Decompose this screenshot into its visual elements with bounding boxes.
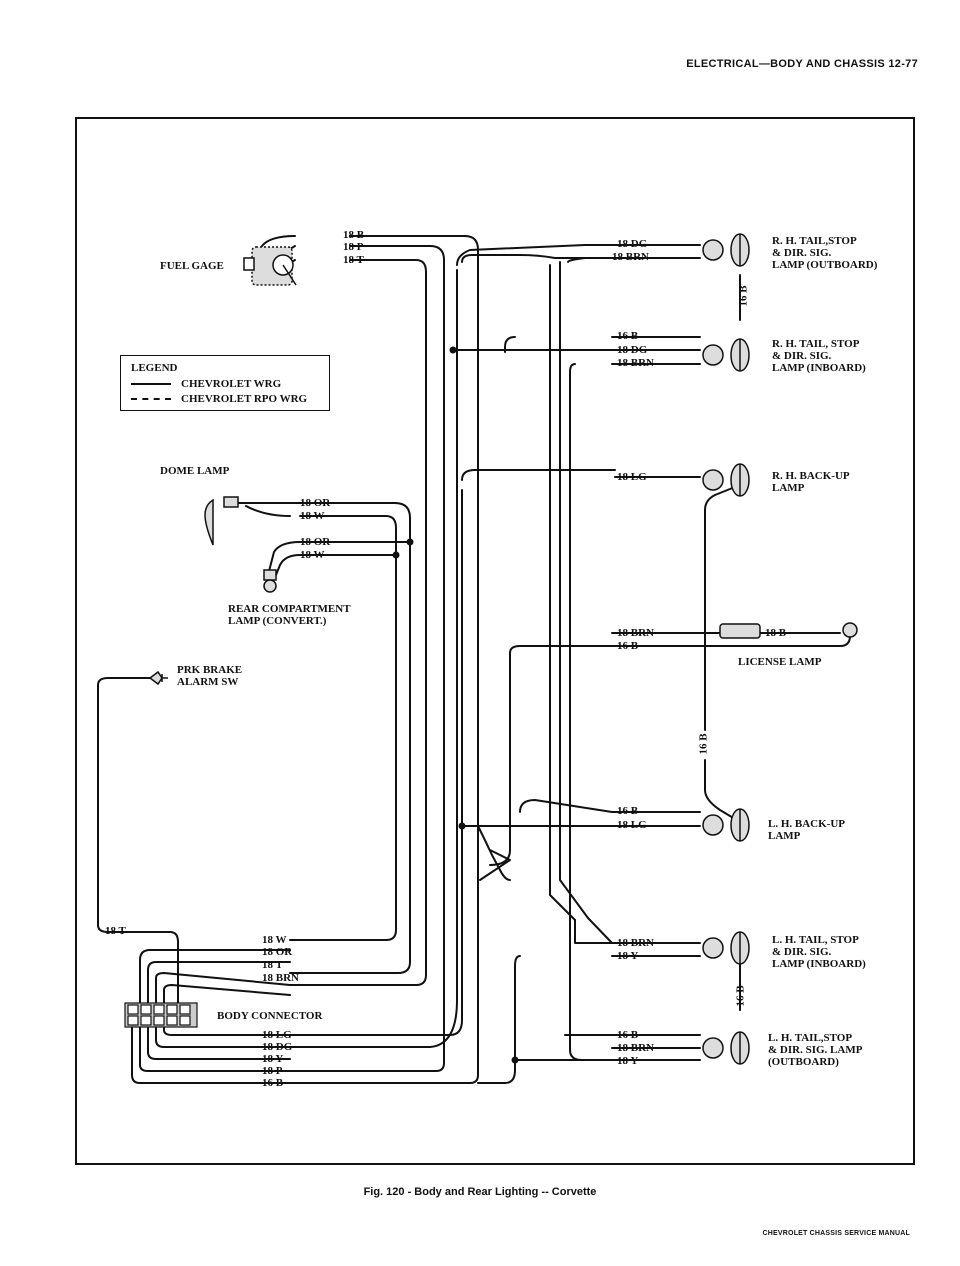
legend-dashed-label: CHEVROLET RPO WRG <box>181 393 308 405</box>
wire-label: 18 T <box>105 925 126 937</box>
wire-label: 16 B <box>617 1029 639 1041</box>
wire-label: 18 Y <box>262 1053 284 1065</box>
wire-label: 18 B <box>343 229 365 241</box>
wire-label: 18 T <box>343 254 364 266</box>
wire-label: 18 DG <box>262 1041 293 1053</box>
lh-tail-inboard-lamp-icon <box>702 931 750 965</box>
rh-tail-outboard-label: R. H. TAIL,STOP & DIR. SIG. LAMP (OUTBOA… <box>772 235 878 271</box>
body-connector-icon <box>124 1002 198 1028</box>
legend-box: LEGEND CHEVROLET WRG CHEVROLET RPO WRG <box>120 355 330 411</box>
legend-title: LEGEND <box>131 362 178 374</box>
wire-gage-b <box>289 235 479 1084</box>
wire-label: 18 T <box>262 959 283 971</box>
dome-lamp-label: DOME LAMP <box>160 465 230 477</box>
wire-label: 18 W <box>300 510 325 522</box>
wire-label: 18 LG <box>617 471 647 483</box>
wire-label: 18 BRN <box>617 937 654 949</box>
wire-label: 18 LG <box>617 819 647 831</box>
wire-bus-2 <box>461 254 586 263</box>
rear-compartment-label: REAR COMPARTMENT LAMP (CONVERT.) <box>228 603 351 627</box>
lh-backup-lamp-icon <box>702 808 750 842</box>
wire-label: 16 B <box>617 640 639 652</box>
legend-solid: CHEVROLET WRG <box>131 378 281 390</box>
fuel-gage-icon <box>243 246 297 286</box>
wire-label: 18 OR <box>300 536 331 548</box>
wire-bus-1 <box>456 244 586 266</box>
rh-tail-outboard-lamp-icon <box>702 233 750 267</box>
park-brake-switch-icon <box>148 670 168 686</box>
solid-line-swatch <box>131 383 171 385</box>
legend-dashed: CHEVROLET RPO WRG <box>131 393 307 405</box>
fuel-gage-label: FUEL GAGE <box>160 260 224 272</box>
legend-solid-label: CHEVROLET WRG <box>181 378 282 390</box>
wire-label: 18 BRN <box>262 972 299 984</box>
dome-lamp-icon <box>204 496 239 546</box>
wire-label: 16 B <box>734 985 747 1007</box>
wire-label: 18 W <box>300 549 325 561</box>
license-lamp-icon <box>719 622 858 639</box>
wire-label: 18 W <box>262 934 287 946</box>
wire-label: 18 BRN <box>617 1042 654 1054</box>
wire-18t-left <box>97 677 151 926</box>
wire-label: 18 OR <box>300 497 331 509</box>
rh-backup-lamp-icon <box>702 463 750 497</box>
wire-dome-or <box>289 502 411 974</box>
wire-label: 18 OR <box>262 946 293 958</box>
wire-label: 18 BRN <box>612 251 649 263</box>
dashed-line-swatch <box>131 398 171 400</box>
lh-backup-label: L. H. BACK-UP LAMP <box>768 818 845 842</box>
wire-gage-t <box>289 259 427 986</box>
wire-gage-p <box>289 245 445 1072</box>
lh-tail-inboard-label: L. H. TAIL, STOP & DIR. SIG. LAMP (INBOA… <box>772 934 866 970</box>
wire-label: 18 P <box>262 1065 283 1077</box>
wire-label: 18 Y <box>617 950 639 962</box>
wire-label: 16 B <box>697 733 710 755</box>
body-connector-label: BODY CONNECTOR <box>217 1010 323 1022</box>
rh-tail-inboard-label: R. H. TAIL, STOP & DIR. SIG. LAMP (INBOA… <box>772 338 866 374</box>
wire-label: 16 B <box>737 285 750 307</box>
lh-tail-outboard-lamp-icon <box>702 1031 750 1065</box>
wire-label: 18 BRN <box>617 627 654 639</box>
prk-brake-label: PRK BRAKE ALARM SW <box>177 664 243 688</box>
wire-label: 18 Y <box>617 1055 639 1067</box>
wire-label: 18 DG <box>617 238 648 250</box>
wire-label: 18 B <box>765 627 787 639</box>
wire-label: 16 B <box>617 330 639 342</box>
page-header: ELECTRICAL—BODY AND CHASSIS 12-77 <box>686 58 918 70</box>
wire-label: 18 DG <box>617 344 648 356</box>
wire-label: 16 B <box>262 1077 284 1089</box>
license-lamp-label: LICENSE LAMP <box>738 656 822 668</box>
lh-tail-outboard-label: L. H. TAIL,STOP & DIR. SIG. LAMP (OUTBOA… <box>768 1032 863 1068</box>
wire-label: 16 B <box>617 805 639 817</box>
wire-label: 18 BRN <box>617 357 654 369</box>
rh-tail-inboard-lamp-icon <box>702 338 750 372</box>
diagram-frame <box>75 117 915 1165</box>
wire-label: 18 P <box>343 241 364 253</box>
wire-dome-w <box>289 515 397 941</box>
figure-caption: Fig. 120 - Body and Rear Lighting -- Cor… <box>363 1186 597 1198</box>
wire-label: 18 LG <box>262 1029 292 1041</box>
page-footer: CHEVROLET CHASSIS SERVICE MANUAL <box>762 1230 910 1237</box>
rear-compartment-lamp-icon <box>263 569 277 593</box>
rh-backup-label: R. H. BACK-UP LAMP <box>772 470 850 494</box>
